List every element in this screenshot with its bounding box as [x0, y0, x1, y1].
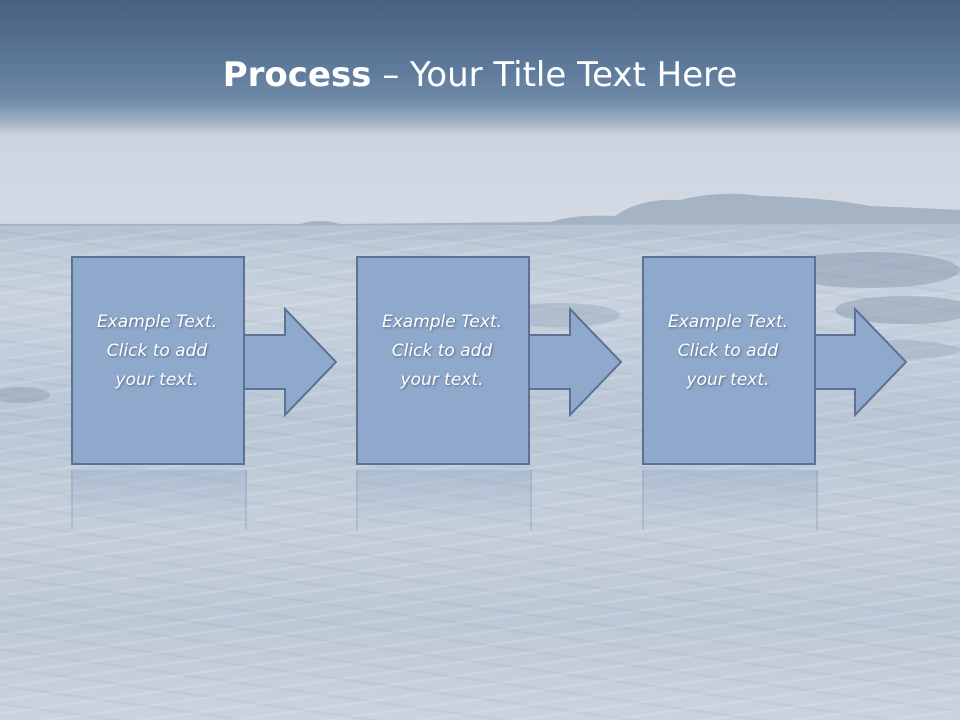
step-text-line: Click to add: [391, 341, 493, 361]
arrow-right-icon[interactable]: [243, 307, 341, 417]
step-1-text[interactable]: Example Text. Click to add your text.: [79, 308, 235, 395]
arrow-right-icon[interactable]: [528, 307, 626, 417]
title-bold-text: Process: [222, 55, 372, 95]
step-3-reflection: [642, 470, 818, 530]
step-text-line: Click to add: [106, 341, 208, 361]
rock-shapes: [0, 252, 960, 403]
step-box: [642, 256, 816, 465]
step-text-line: your text.: [115, 370, 199, 390]
step-text-line: Example Text.: [667, 312, 789, 332]
step-box: [356, 256, 530, 465]
title-band: [0, 0, 960, 135]
slide-title[interactable]: Process – Your Title Text Here: [0, 52, 960, 98]
step-2-text[interactable]: Example Text. Click to add your text.: [364, 308, 520, 395]
step-text-line: Example Text.: [96, 312, 218, 332]
step-box: [71, 256, 245, 465]
headland-silhouette: [0, 193, 960, 240]
step-1-reflection: [71, 470, 247, 530]
step-text-line: your text.: [686, 370, 770, 390]
step-text-line: Click to add: [677, 341, 779, 361]
arrow-right-icon[interactable]: [813, 307, 911, 417]
process-step-1[interactable]: Example Text. Click to add your text.: [71, 256, 247, 466]
title-rest-text: – Your Title Text Here: [371, 55, 738, 95]
step-text-line: your text.: [400, 370, 484, 390]
step-3-text[interactable]: Example Text. Click to add your text.: [650, 308, 806, 395]
process-step-3[interactable]: Example Text. Click to add your text.: [642, 256, 818, 466]
process-step-2[interactable]: Example Text. Click to add your text.: [356, 256, 532, 466]
step-text-line: Example Text.: [381, 312, 503, 332]
step-2-reflection: [356, 470, 532, 530]
